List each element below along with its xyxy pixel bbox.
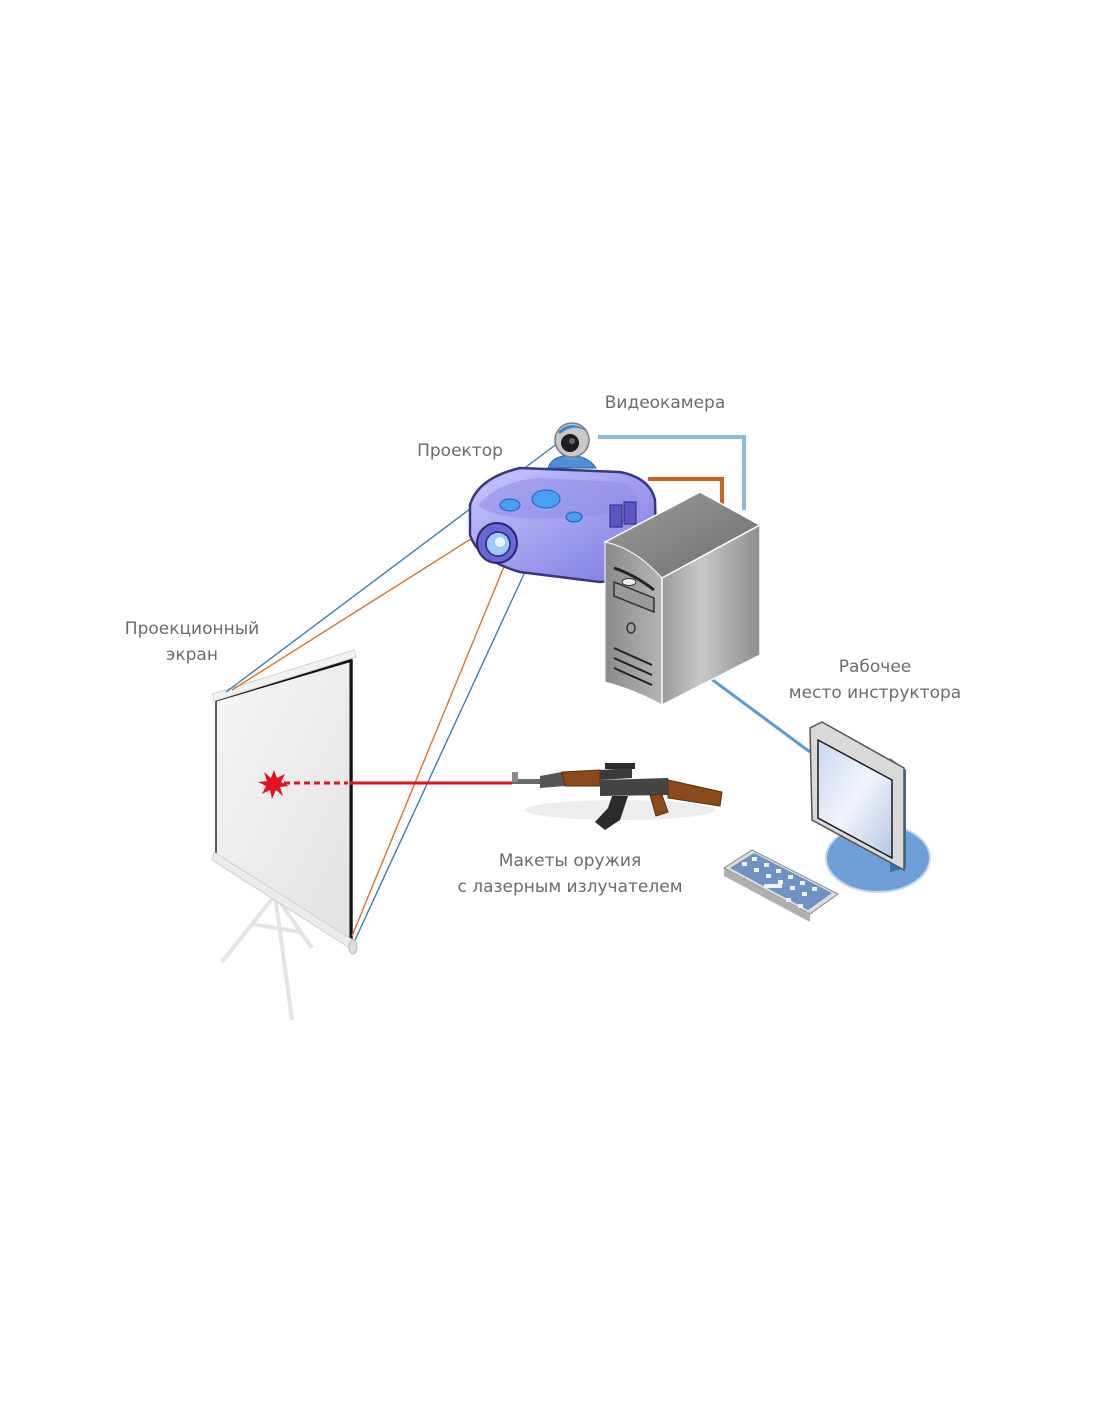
label-instructor-line2: место инструктора	[788, 683, 962, 703]
projector-cable	[648, 477, 724, 505]
label-camera: Видеокамера	[604, 393, 726, 413]
projector-beam-top	[231, 529, 486, 691]
tower-side	[661, 523, 761, 707]
label-screen: Проекционный экран	[102, 616, 282, 668]
label-weapon-line2: с лазерным излучателем	[457, 877, 683, 897]
projection-screen	[211, 649, 358, 1021]
label-instructor-line1: Рабочее	[838, 657, 912, 677]
weapon-icon	[512, 763, 723, 830]
projector-beam-bottom	[351, 551, 511, 937]
monitor-screen	[817, 738, 893, 860]
label-screen-line1: Проекционный	[124, 619, 260, 639]
cables	[598, 435, 811, 754]
label-weapon-line1: Макеты оружия	[498, 851, 642, 871]
instructor-workstation-icon	[723, 721, 931, 922]
screen-top-bar	[211, 649, 357, 702]
label-screen-line2: экран	[166, 645, 218, 665]
camera-cable	[598, 435, 746, 510]
laser-hit-star	[258, 770, 289, 799]
keyboard-icon	[723, 849, 839, 922]
instructor-cable	[709, 676, 811, 754]
computer-tower-icon	[603, 491, 762, 707]
label-weapon: Макеты оружия с лазерным излучателем	[440, 848, 700, 900]
video-camera-icon	[547, 422, 597, 469]
laser-beam	[258, 770, 512, 799]
label-projector: Проектор	[417, 441, 503, 461]
label-instructor: Рабочее место инструктора	[770, 654, 980, 706]
